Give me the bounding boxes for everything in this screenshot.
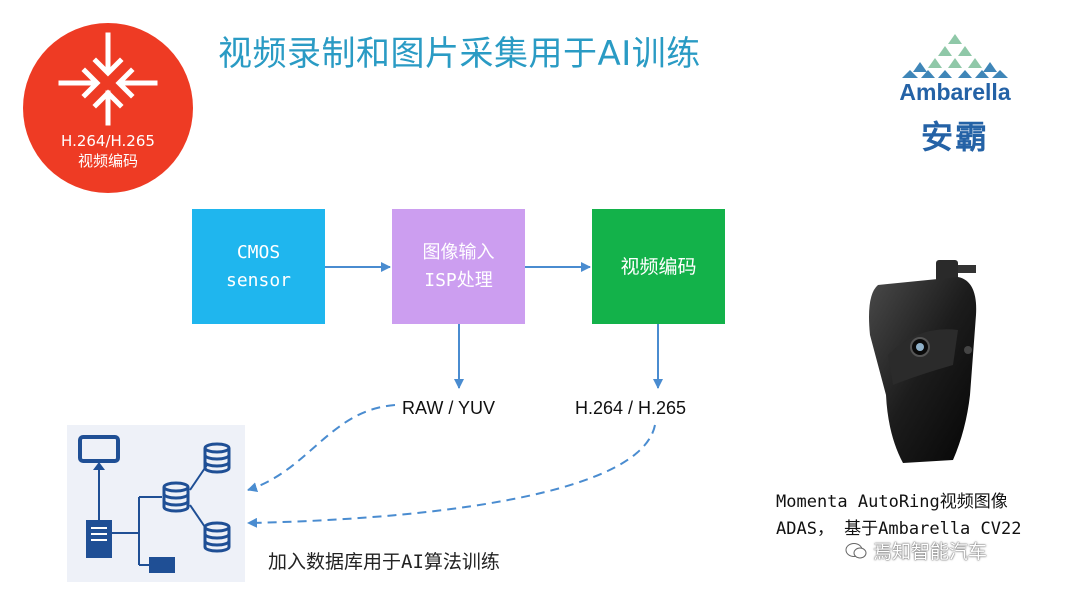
wechat-icon: [845, 542, 867, 560]
cmos-label-line1: CMOS: [236, 241, 281, 263]
ambarella-mountain-logo: [902, 34, 1008, 78]
video-encode-box: 视频编码: [592, 209, 725, 324]
database-icon: [203, 442, 231, 474]
isp-label-line1: 图像输入: [422, 241, 495, 263]
monitor-icon: [78, 435, 120, 470]
device-icon: [149, 557, 175, 573]
product-caption-line1: Momenta AutoRing视频图像: [776, 492, 1008, 512]
dashed-h264-to-database: [247, 424, 656, 528]
database-network-graphic: [78, 435, 231, 573]
isp-processing-box: 图像输入 ISP处理: [392, 209, 525, 324]
brand-name: Ambarella: [899, 79, 1011, 105]
watermark: 焉知智能汽车: [845, 537, 987, 564]
codec-badge-line1: H.264/H.265: [61, 132, 155, 150]
brand-name-cn: 安霸: [920, 118, 989, 156]
h264-h265-label: H.264 / H.265: [575, 398, 687, 418]
raw-yuv-label: RAW / YUV: [402, 398, 496, 418]
isp-label-line2: ISP处理: [424, 269, 493, 291]
converge-arrows-icon: [58, 32, 158, 126]
dashed-raw-to-database: [247, 404, 396, 492]
database-icon: [203, 521, 231, 553]
database-icon: [162, 481, 190, 513]
cmos-sensor-box: CMOS sensor: [192, 209, 325, 324]
codec-badge: H.264/H.265 视频编码: [23, 23, 193, 193]
codec-badge-line2: 视频编码: [77, 152, 138, 170]
encode-label: 视频编码: [620, 255, 697, 278]
product-caption-line2: ADAS， 基于Ambarella CV22: [776, 519, 1022, 539]
product-caption: Momenta AutoRing视频图像 ADAS， 基于Ambarella C…: [776, 489, 1021, 543]
cmos-label-line2: sensor: [225, 269, 292, 291]
watermark-text: 焉知智能汽车: [873, 541, 988, 563]
camera-device-image: [869, 260, 977, 463]
database-caption: 加入数据库用于AI算法训练: [268, 551, 500, 573]
codec-badge-text: H.264/H.265 视频编码: [23, 131, 193, 171]
database-diagram: [67, 425, 245, 582]
page-title: 视频录制和图片采集用于AI训练: [218, 34, 701, 74]
server-icon: [86, 520, 112, 558]
